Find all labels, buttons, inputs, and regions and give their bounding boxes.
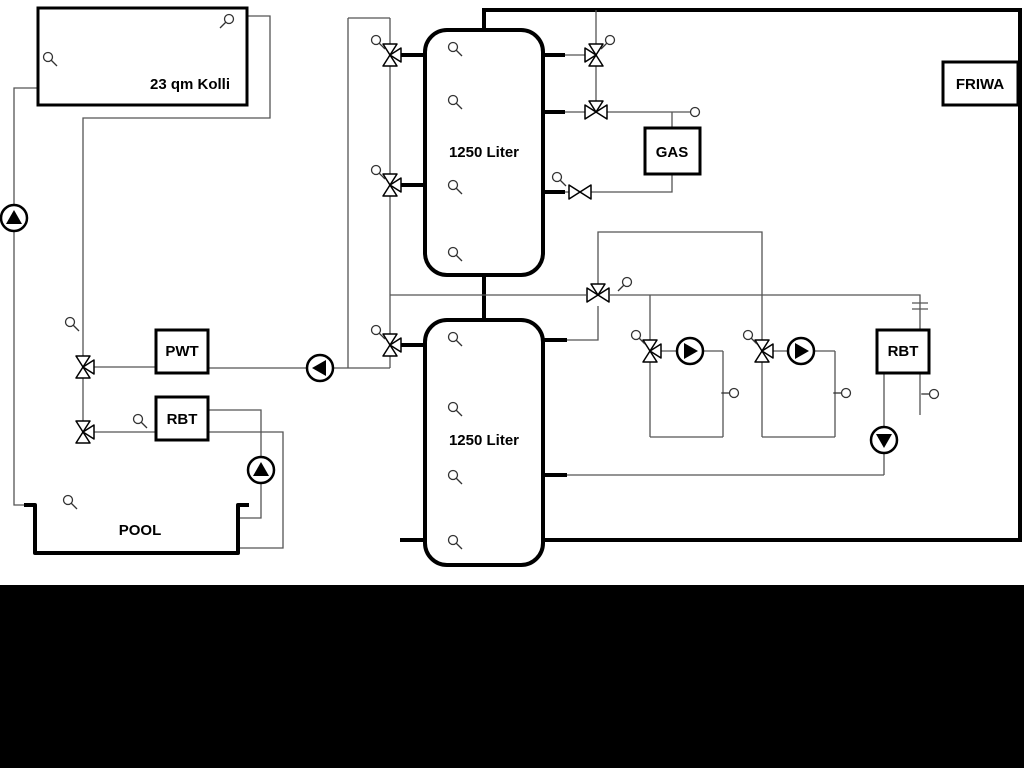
- pool-label: POOL: [119, 522, 162, 539]
- pump-icon: [869, 425, 899, 455]
- pump-icon: [246, 455, 276, 485]
- pump-pwt-secondary: [305, 353, 335, 383]
- gas-boiler-box: [643, 126, 702, 176]
- pump-solar-primary: [0, 203, 29, 233]
- buffer-tank-bottom: [423, 318, 545, 567]
- rbt-left-label: RBT: [167, 411, 198, 428]
- rbt-right-label: RBT: [888, 343, 919, 360]
- rbt-right-box: [875, 328, 931, 375]
- rbt-left-box: [154, 395, 210, 442]
- buffer-tank-top-label: 1250 Liter: [449, 144, 519, 161]
- pump-pool-loop: [246, 455, 276, 485]
- buffer-tank-top: [423, 28, 545, 277]
- buffer-tank-bottom-label: 1250 Liter: [449, 432, 519, 449]
- sensor-gas-supply-icon: [689, 106, 701, 118]
- pwt-label: PWT: [165, 343, 198, 360]
- pump-rbt-return: [869, 425, 899, 455]
- pump-heating-circuit-1: [675, 336, 705, 366]
- footer-black-band: [0, 585, 1024, 768]
- friwa-box: [941, 60, 1020, 107]
- pump-icon: [0, 203, 29, 233]
- pump-icon: [786, 336, 816, 366]
- pump-icon: [675, 336, 705, 366]
- pwt-box: [154, 328, 210, 375]
- friwa-label: FRIWA: [956, 76, 1004, 93]
- pool-basin: [24, 503, 249, 555]
- thin-pipes: [13, 10, 928, 549]
- solar-collector-label: 23 qm Kolli: [150, 76, 230, 93]
- gas-boiler-label: GAS: [656, 144, 689, 161]
- pump-icon: [305, 353, 335, 383]
- pump-heating-circuit-2: [786, 336, 816, 366]
- solar-collector-box: [36, 6, 249, 107]
- thick-pipes: [400, 8, 1022, 542]
